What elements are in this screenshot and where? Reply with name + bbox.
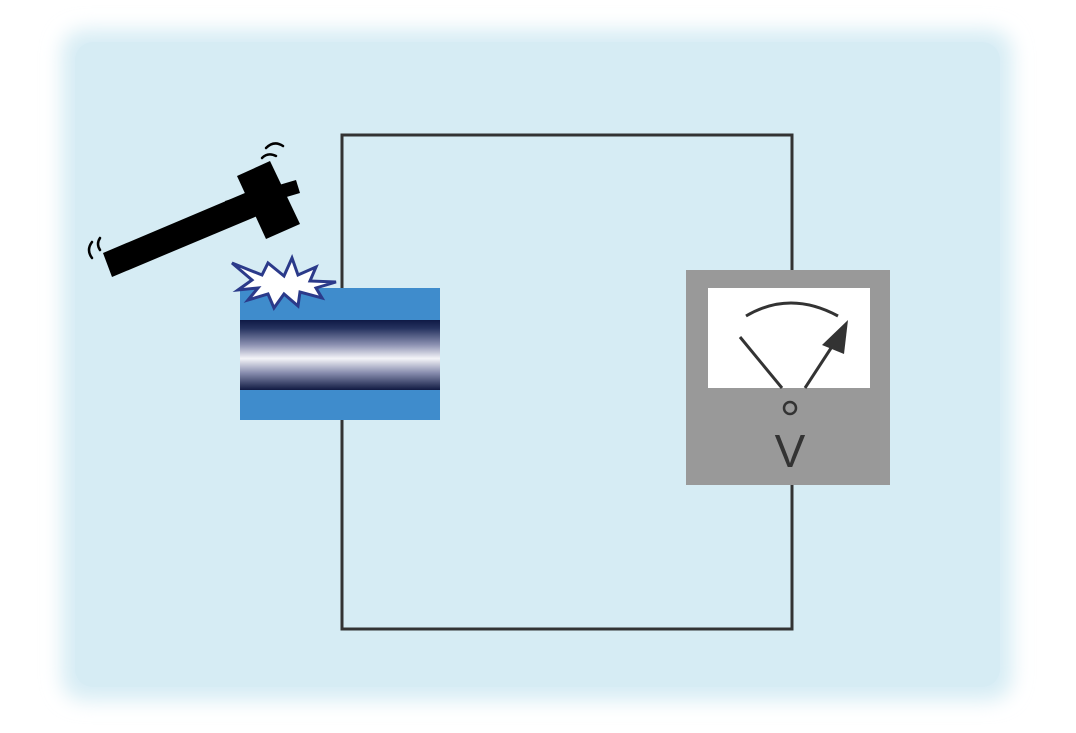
motion-lines-icon (87, 142, 285, 260)
voltmeter-scale-arc (745, 301, 839, 318)
background-panel-core (75, 42, 1000, 687)
voltmeter-needle-tip (822, 320, 848, 354)
piezoelectric-crystal-icon (240, 288, 440, 420)
voltmeter-pivot (782, 400, 798, 416)
impact-burst-icon (231, 253, 337, 312)
voltmeter-left-guide (738, 336, 784, 389)
hammer-icon (103, 161, 300, 277)
circuit-wire (340, 133, 794, 631)
voltmeter-label: V (775, 425, 806, 477)
voltmeter-icon: V (686, 270, 890, 485)
voltmeter-needle (803, 341, 837, 389)
